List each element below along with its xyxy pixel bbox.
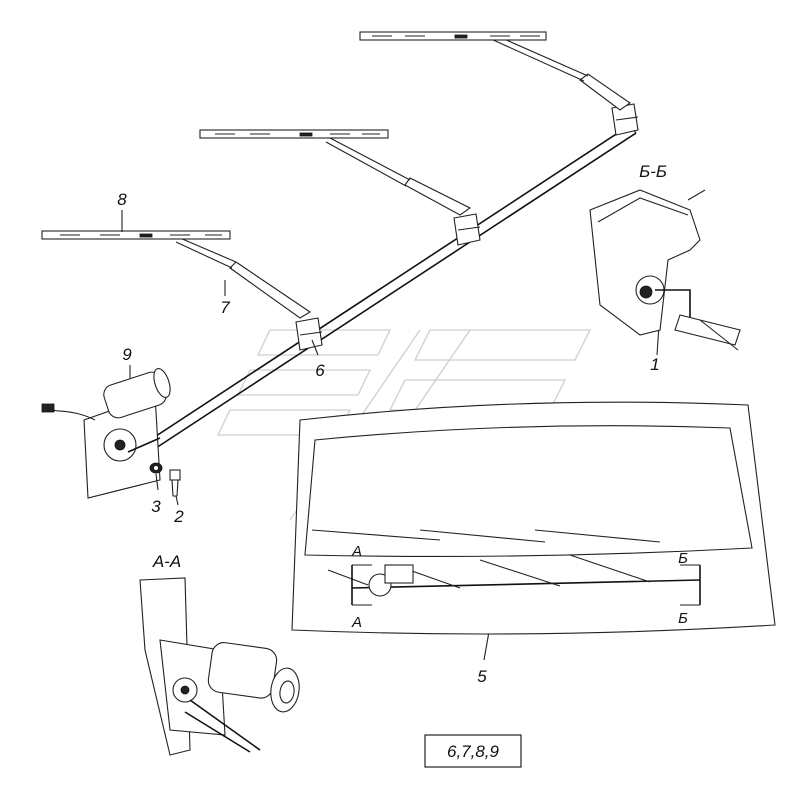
detail-aa (139, 577, 300, 756)
pivot-housing-left (295, 317, 323, 351)
callout-2: 2 (173, 507, 184, 526)
wiper-motor-assembly (41, 368, 171, 499)
section-mark-a-bottom: А (351, 614, 362, 631)
detail-bb (589, 189, 741, 351)
wiper-arm-middle (325, 137, 472, 216)
wiper-arm-left (175, 237, 312, 319)
pivot-housing-middle (453, 213, 481, 246)
section-mark-a-top: А (351, 543, 362, 560)
pivot-housing-right (611, 103, 639, 136)
wiper-blade-middle (199, 129, 389, 139)
washer-part-3 (149, 462, 163, 474)
callout-1: 1 (650, 355, 659, 374)
callout-5: 5 (477, 667, 487, 686)
wiper-blade-right (359, 31, 547, 41)
wiper-arm-right (490, 34, 631, 111)
callout-3: 3 (151, 497, 161, 516)
callout-7: 7 (220, 298, 230, 317)
section-mark-b-bottom: Б (678, 610, 688, 627)
section-title-bb: Б-Б (639, 162, 667, 181)
wiper-blade-left (41, 230, 231, 240)
callout-9: 9 (122, 345, 132, 364)
section-mark-b-top: Б (678, 550, 688, 567)
wiper-linkage-rod (149, 124, 637, 449)
callout-6: 6 (315, 361, 325, 380)
windshield-overview (291, 401, 776, 635)
bolt-part-2 (169, 469, 181, 497)
section-title-aa: А-А (152, 552, 181, 571)
callout-8: 8 (117, 190, 127, 209)
kit-box-label: 6,7,8,9 (447, 742, 500, 761)
kit-box: 6,7,8,9 (424, 734, 522, 768)
